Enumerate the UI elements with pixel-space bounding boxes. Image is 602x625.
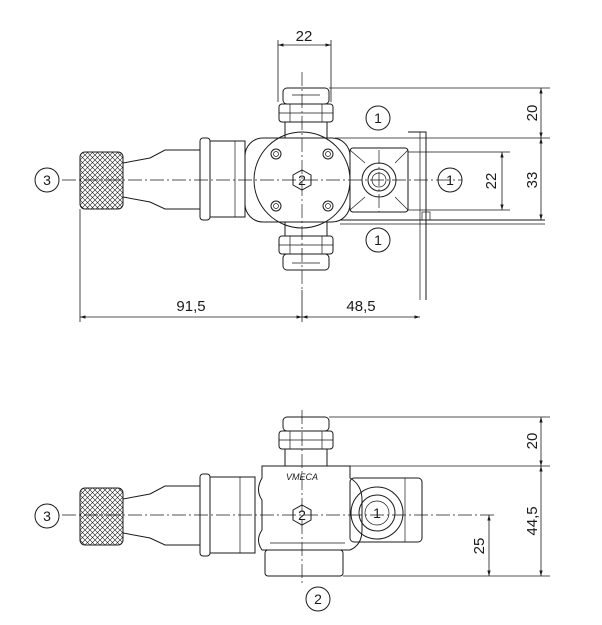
side-knurled-knob xyxy=(79,487,124,546)
svg-text:2: 2 xyxy=(298,172,306,188)
valve-stem xyxy=(122,149,201,210)
dimension-height-top: 20 xyxy=(329,87,550,139)
dimension-height-outer: 33 xyxy=(524,138,543,220)
side-dim-offset-label: 25 xyxy=(471,538,488,555)
side-callout-port-left: 3 xyxy=(34,503,60,529)
dim-height-inner-label: 22 xyxy=(483,173,500,190)
side-view: VMECA 20 25 44,5 xyxy=(34,410,550,612)
svg-text:1: 1 xyxy=(374,110,382,126)
side-valve-stem xyxy=(122,485,201,546)
side-dim-total-label: 44,5 xyxy=(524,506,541,535)
bottom-fitting xyxy=(278,222,334,271)
dim-height-top-label: 20 xyxy=(524,105,541,122)
svg-text:2: 2 xyxy=(298,507,306,523)
top-view: 22 20 22 33 91,5 48,5 xyxy=(34,28,550,322)
side-dim-height-top-label: 20 xyxy=(524,433,541,450)
dim-height-outer-label: 33 xyxy=(524,172,541,189)
side-central-body: VMECA xyxy=(258,465,363,577)
mounting-bracket xyxy=(340,131,545,300)
dimension-height-inner: 22 xyxy=(408,151,510,211)
svg-text:3: 3 xyxy=(43,172,51,188)
side-callout-port-right: 1 xyxy=(373,505,381,521)
dim-top-width-label: 22 xyxy=(296,28,313,45)
stem-flange xyxy=(199,137,211,221)
side-callout-port-bottom: 2 xyxy=(305,586,331,612)
knurled-knob xyxy=(79,151,124,210)
side-dimension-offset: 25 xyxy=(343,515,550,577)
callout-port-top: 1 xyxy=(365,105,391,131)
callout-port-left: 3 xyxy=(34,167,60,193)
side-dimension-total: 44,5 xyxy=(524,466,543,576)
dimension-lengths: 91,5 48,5 xyxy=(79,209,420,322)
dim-length-left-label: 91,5 xyxy=(176,298,205,315)
side-right-fitting xyxy=(349,477,423,543)
callout-port-right: 1 xyxy=(437,167,463,193)
svg-text:3: 3 xyxy=(43,508,51,524)
svg-text:1: 1 xyxy=(446,172,454,188)
dim-length-right-label: 48,5 xyxy=(346,298,375,315)
svg-text:2: 2 xyxy=(314,591,322,607)
side-top-fitting xyxy=(278,416,334,466)
top-fitting xyxy=(278,87,334,138)
stem-body xyxy=(210,140,246,218)
side-callout-port-center: 2 xyxy=(298,507,306,523)
side-dimension-height-top: 20 xyxy=(329,416,550,467)
callout-port-center: 2 xyxy=(298,172,306,188)
callout-port-bottom: 1 xyxy=(365,227,391,253)
dimension-top-width: 22 xyxy=(277,28,332,102)
svg-text:1: 1 xyxy=(373,505,381,521)
svg-text:1: 1 xyxy=(374,232,382,248)
